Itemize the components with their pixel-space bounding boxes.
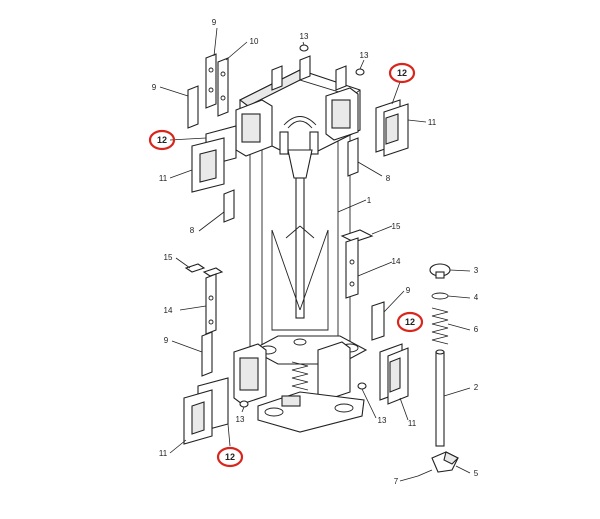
- bolt-lower-right: [357, 382, 367, 390]
- callout-12: 12: [157, 135, 167, 145]
- wear-block-right: [347, 137, 359, 177]
- callout-11: 11: [428, 118, 437, 127]
- callout-3: 3: [474, 266, 479, 275]
- callout-14: 14: [164, 306, 173, 315]
- plate-set-top-left: [187, 53, 229, 129]
- wear-pad-frame-bottom-left: [183, 377, 229, 445]
- leader-lines: [159, 27, 471, 482]
- callout-13: 13: [236, 415, 245, 424]
- bracket-set-right: [340, 229, 374, 299]
- highlight-ring-12-right: [396, 311, 424, 333]
- pin-assembly: [417, 263, 459, 477]
- callout-9: 9: [406, 286, 411, 295]
- callout-13: 13: [378, 416, 387, 425]
- wear-block-left: [223, 189, 235, 223]
- callout-8: 8: [190, 226, 195, 235]
- wear-pad-frame-top-right: [375, 99, 409, 157]
- highlight-rings: [148, 62, 424, 468]
- callout-12: 12: [225, 452, 235, 462]
- callout-7: 7: [394, 477, 399, 486]
- highlight-ring-12-top-left: [148, 129, 176, 151]
- callout-9: 9: [152, 83, 157, 92]
- callout-9: 9: [164, 336, 169, 345]
- callout-15: 15: [392, 222, 401, 231]
- highlight-ring-12-top-right: [388, 62, 416, 84]
- highlight-ring-12-bottom: [216, 446, 244, 468]
- wear-pad-frame-bottom-right: [379, 343, 409, 405]
- wear-pad-frame-top-left: [191, 125, 237, 193]
- callout-8: 8: [386, 174, 391, 183]
- callout-1: 1: [367, 196, 372, 205]
- plate-right: [371, 301, 385, 341]
- plate-lower-left: [201, 331, 213, 377]
- callout-9: 9: [212, 18, 217, 27]
- callout-15: 15: [164, 253, 173, 262]
- bracket-set-middle-left: [184, 263, 224, 335]
- main-frame-assembly: [233, 55, 368, 433]
- callout-11: 11: [159, 174, 168, 183]
- callout-11: 11: [159, 449, 168, 458]
- callout-14: 14: [392, 257, 401, 266]
- callout-labels: 9 10 13 13 9 12 11 12 11 8 1 8 15 15 14 …: [152, 18, 479, 486]
- callout-12: 12: [405, 317, 415, 327]
- callout-11: 11: [408, 419, 417, 428]
- callout-10: 10: [250, 37, 259, 46]
- callout-13: 13: [360, 51, 369, 60]
- callout-2: 2: [474, 383, 479, 392]
- callout-13: 13: [300, 32, 309, 41]
- callout-5: 5: [474, 469, 479, 478]
- callout-6: 6: [474, 325, 479, 334]
- bolt-lower-left: [239, 400, 249, 408]
- callout-12: 12: [397, 68, 407, 78]
- callout-4: 4: [474, 293, 479, 302]
